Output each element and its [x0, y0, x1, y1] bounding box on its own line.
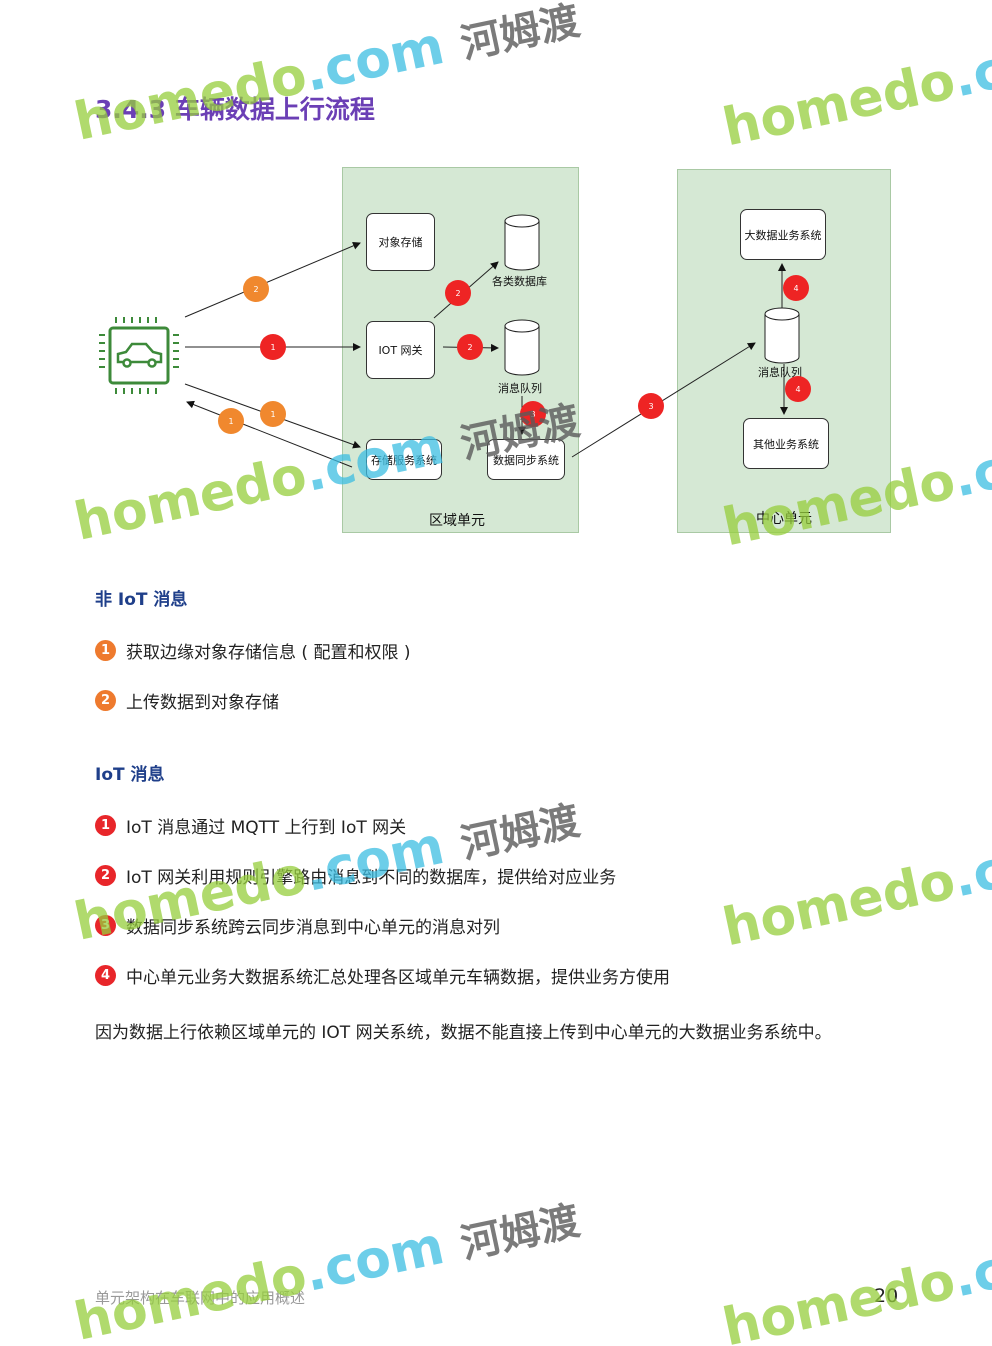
message-queue-cylinder-icon [504, 319, 540, 376]
step-badge: 3 [638, 393, 664, 419]
item-text: IoT 消息通过 MQTT 上行到 IoT 网关 [126, 818, 407, 838]
mq-label: 消息队列 [498, 382, 542, 395]
other-systems-node: 其他业务系统 [743, 418, 829, 469]
list-item: 3 数据同步系统跨云同步消息到中心单元的消息对列 [95, 913, 500, 938]
vehicle-chip-icon [99, 317, 179, 394]
step-number: 4 [95, 965, 116, 986]
step-badge: 4 [785, 376, 811, 402]
diagram-arrows [99, 214, 800, 468]
iot-heading: IoT 消息 [95, 765, 165, 785]
item-text: 数据同步系统跨云同步消息到中心单元的消息对列 [126, 918, 500, 938]
step-badge: 3 [520, 401, 546, 427]
item-text: 中心单元业务大数据系统汇总处理各区域单元车辆数据，提供业务方使用 [126, 968, 670, 988]
center-unit-label: 中心单元 [756, 511, 812, 527]
iot-gateway-node: IOT 网关 [366, 321, 435, 379]
step-number: 1 [95, 815, 116, 836]
step-badge: 1 [260, 334, 286, 360]
list-item: 1 获取边缘对象存储信息 ( 配置和权限 ) [95, 638, 410, 663]
step-number: 3 [95, 915, 116, 936]
object-storage-node: 对象存储 [366, 213, 435, 271]
step-badge: 2 [445, 280, 471, 306]
data-sync-node: 数据同步系统 [487, 439, 565, 480]
step-number: 2 [95, 865, 116, 886]
step-badge: 1 [260, 401, 286, 427]
list-item: 2 上传数据到对象存储 [95, 688, 279, 713]
step-badge: 1 [218, 408, 244, 434]
footer-doc-title: 单元架构在车联网中的应用概述 [95, 1289, 306, 1307]
databases-label: 各类数据库 [492, 275, 547, 288]
step-badge: 4 [783, 275, 809, 301]
watermark: homedo.com [717, 1221, 992, 1346]
watermark: homedo.com [717, 821, 992, 959]
item-text: 上传数据到对象存储 [126, 693, 279, 713]
center-mq-cylinder-icon [764, 307, 800, 364]
storage-service-node: 存储服务系统 [366, 439, 442, 480]
list-item: 4 中心单元业务大数据系统汇总处理各区域单元车辆数据，提供业务方使用 [95, 963, 670, 988]
center-mq-label: 消息队列 [758, 366, 802, 379]
section-title: 3.4.3 车辆数据上行流程 [95, 95, 375, 124]
bigdata-node: 大数据业务系统 [740, 209, 826, 260]
non-iot-heading: 非 IoT 消息 [95, 590, 188, 610]
step-number: 2 [95, 690, 116, 711]
item-text: 获取边缘对象存储信息 ( 配置和权限 ) [126, 643, 411, 663]
database-cylinder-icon [504, 214, 540, 271]
summary-paragraph: 因为数据上行依赖区域单元的 IOT 网关系统，数据不能直接上传到中心单元的大数据… [95, 1023, 832, 1043]
step-number: 1 [95, 640, 116, 661]
page-number: 20 [874, 1285, 899, 1307]
step-badge: 2 [457, 334, 483, 360]
step-badge: 2 [243, 276, 269, 302]
item-text: IoT 网关利用规则引擎路由消息到不同的数据库，提供给对应业务 [126, 868, 617, 888]
region-unit-label: 区域单元 [429, 513, 485, 529]
list-item: 2 IoT 网关利用规则引擎路由消息到不同的数据库，提供给对应业务 [95, 863, 616, 888]
list-item: 1 IoT 消息通过 MQTT 上行到 IoT 网关 [95, 813, 406, 838]
watermark: homedo.com 河姆渡 [69, 1198, 584, 1346]
